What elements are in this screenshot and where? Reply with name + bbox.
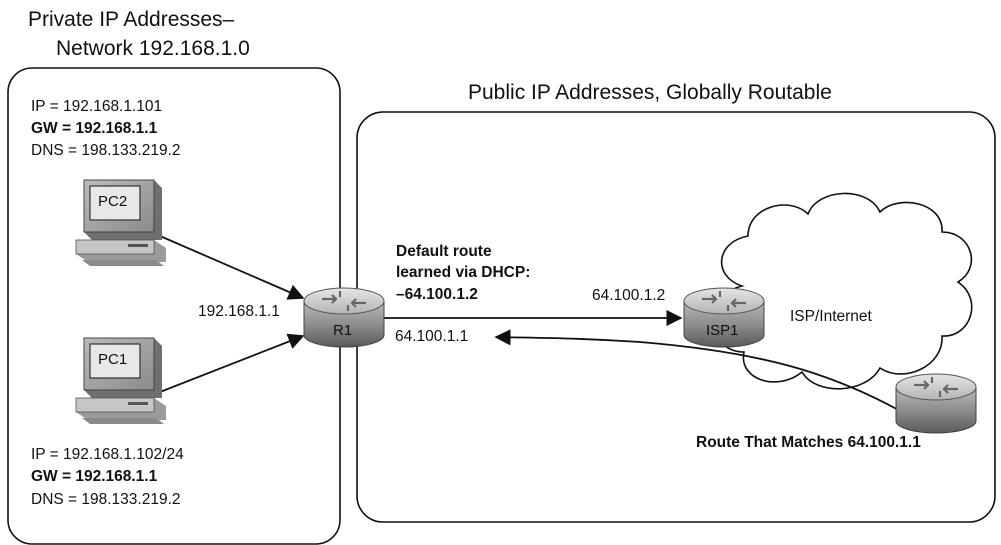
remote-router-caption: Route That Matches 64.100.1.1 xyxy=(696,434,921,451)
return-route-arrow xyxy=(494,329,903,413)
isp1-label: ISP1 xyxy=(706,322,739,339)
public-region-title: Public IP Addresses, Globally Routable xyxy=(468,81,832,104)
link-pc2-r1 xyxy=(159,235,305,300)
pc2-computer[interactable] xyxy=(75,179,166,266)
r1-router-icon[interactable] xyxy=(303,287,385,348)
default-route-line2: learned via DHCP: xyxy=(396,264,531,281)
pc2-gateway: GW = 192.168.1.1 xyxy=(31,120,158,137)
pc1-dns: DNS = 198.133.219.2 xyxy=(31,491,181,508)
default-route-line3: –64.100.1.2 xyxy=(396,286,478,303)
r1-wan-address: 64.100.1.1 xyxy=(395,328,469,345)
default-route-line1: Default route xyxy=(396,243,492,260)
pc2-label: PC2 xyxy=(98,193,128,210)
pc1-label: PC1 xyxy=(98,351,128,368)
isp1-router-icon[interactable] xyxy=(683,287,765,348)
remote-router-icon[interactable] xyxy=(895,373,977,434)
cloud-label: ISP/Internet xyxy=(790,308,872,325)
private-region-title-line1: Private IP Addresses– xyxy=(28,8,235,31)
link-pc1-r1 xyxy=(159,333,305,393)
pc1-ip: IP = 192.168.1.102/24 xyxy=(31,446,184,463)
pc1-gateway: GW = 192.168.1.1 xyxy=(31,468,158,485)
internet-cloud xyxy=(714,192,973,390)
r1-label: R1 xyxy=(333,322,353,339)
private-region-title-line2: Network 192.168.1.0 xyxy=(56,37,250,60)
pc1-computer[interactable] xyxy=(75,337,166,424)
isp1-address: 64.100.1.2 xyxy=(592,287,666,304)
pc2-ip: IP = 192.168.1.101 xyxy=(31,98,163,115)
pc2-dns: DNS = 198.133.219.2 xyxy=(31,142,181,159)
r1-lan-address: 192.168.1.1 xyxy=(198,303,280,320)
